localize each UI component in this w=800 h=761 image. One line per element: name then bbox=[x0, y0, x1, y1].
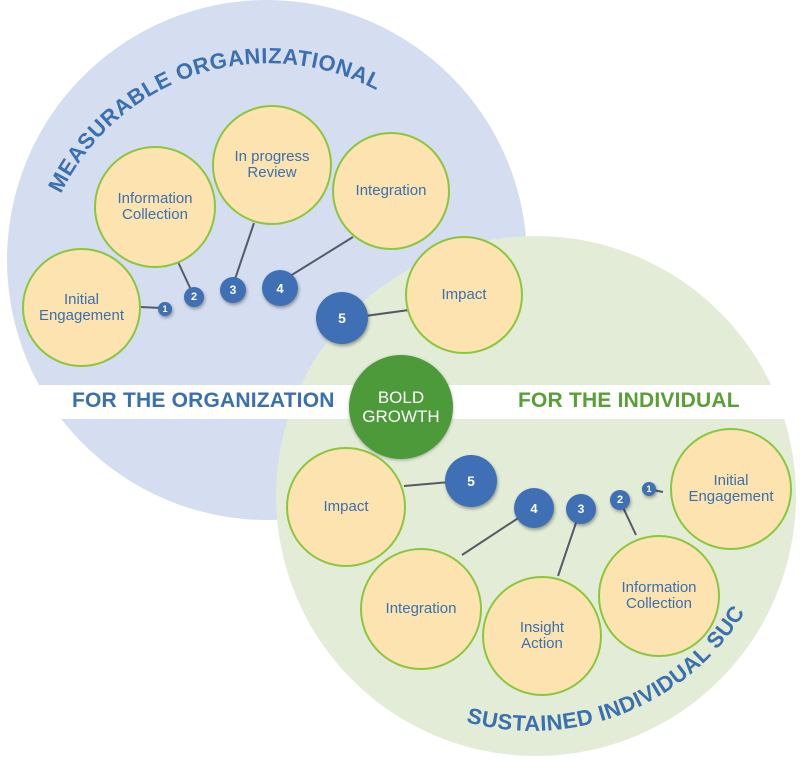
org-node-information-collection: Information Collection bbox=[94, 146, 216, 268]
ind-step-5: 5 bbox=[445, 455, 497, 507]
org-node-impact: Impact bbox=[405, 236, 523, 354]
bold-growth-line-2: GROWTH bbox=[362, 407, 440, 426]
org-step-3: 3 bbox=[220, 277, 246, 303]
bold-growth-line-1: BOLD bbox=[377, 388, 425, 407]
org-step-5: 5 bbox=[316, 292, 368, 344]
ind-step-2: 2 bbox=[610, 490, 630, 510]
org-line-4 bbox=[281, 236, 354, 282]
for-the-organization-label: FOR THE ORGANIZATION bbox=[72, 389, 335, 412]
ind-step-1: 1 bbox=[642, 482, 656, 496]
for-the-individual-label: FOR THE INDIVIDUAL bbox=[518, 389, 740, 412]
org-step-2: 2 bbox=[184, 287, 204, 307]
ind-node-integration: Integration bbox=[360, 548, 482, 670]
org-line-3 bbox=[232, 222, 255, 286]
ind-node-insight-action: Insight Action bbox=[482, 576, 602, 696]
ind-step-3: 3 bbox=[566, 494, 596, 524]
org-step-1: 1 bbox=[158, 302, 172, 316]
ind-node-impact: Impact bbox=[286, 447, 406, 567]
org-step-4: 4 bbox=[262, 270, 298, 306]
org-node-integration: Integration bbox=[332, 132, 450, 250]
ind-step-4: 4 bbox=[514, 488, 554, 528]
top-arc-title: MEASURABLE ORGANIZATIONAL OUTCOME bbox=[0, 0, 392, 196]
ind-line-5 bbox=[403, 481, 451, 487]
org-node-in-progress-review: In progress Review bbox=[212, 105, 332, 225]
org-node-initial-engagement: Initial Engagement bbox=[22, 248, 141, 367]
org-line-5 bbox=[364, 309, 410, 317]
ind-node-information-collection: Information Collection bbox=[598, 535, 720, 657]
bold-growth-circle: BOLD GROWTH bbox=[349, 355, 453, 459]
ind-node-initial-engagement: Initial Engagement bbox=[670, 428, 792, 550]
